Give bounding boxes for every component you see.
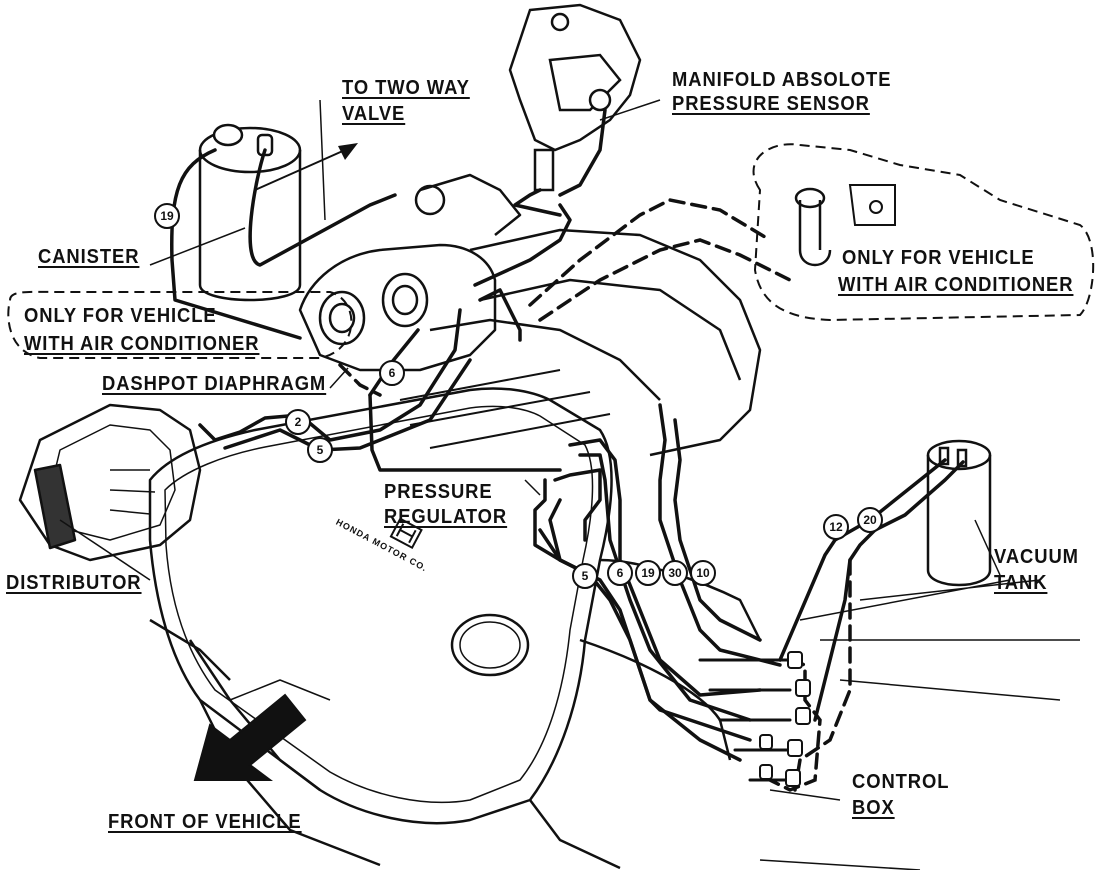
svg-text:30: 30: [668, 566, 682, 580]
label-ac-right-1: ONLY FOR VEHICLE: [842, 247, 1035, 269]
svg-text:19: 19: [641, 566, 655, 580]
hose-number-30: 30: [662, 560, 688, 586]
label-front-of-vehicle: FRONT OF VEHICLE: [108, 811, 302, 833]
label-manifold-sensor-2: PRESSURE SENSOR: [672, 93, 870, 115]
label-manifold-sensor-1: MANIFOLD ABSOLOTE: [672, 69, 892, 91]
label-control-box-2: BOX: [852, 797, 895, 819]
front-of-vehicle-arrow: [193, 693, 307, 781]
svg-text:20: 20: [863, 513, 877, 527]
hose-number-12: 12: [823, 514, 849, 540]
label-pressure-regulator-2: REGULATOR: [384, 506, 508, 528]
hose-number-19-lower: 19: [635, 560, 661, 586]
label-control-box-1: CONTROL: [852, 771, 950, 793]
label-to-two-way-valve-1: TO TWO WAY: [342, 77, 470, 99]
label-dashpot: DASHPOT DIAPHRAGM: [102, 373, 327, 395]
svg-text:6: 6: [617, 566, 624, 580]
hose-number-6-lower: 6: [607, 560, 633, 586]
label-ac-left-1: ONLY FOR VEHICLE: [24, 305, 217, 327]
svg-text:12: 12: [829, 520, 843, 534]
map-sensor: [508, 3, 642, 192]
svg-text:5: 5: [582, 569, 589, 583]
hose-number-10: 10: [690, 560, 716, 586]
svg-text:19: 19: [160, 209, 174, 223]
hose-number-5-upper: 5: [307, 437, 333, 463]
ac-detail-left: [7, 290, 353, 359]
label-distributor: DISTRIBUTOR: [6, 572, 142, 594]
canister: [198, 123, 302, 302]
engine-block: [18, 173, 762, 870]
control-box: [759, 651, 811, 787]
label-canister: CANISTER: [38, 246, 140, 268]
svg-text:6: 6: [389, 366, 396, 380]
hose-number-20: 20: [857, 507, 883, 533]
hose-number-2: 2: [285, 409, 311, 435]
label-vacuum-tank-2: TANK: [994, 572, 1048, 594]
svg-text:5: 5: [317, 443, 324, 457]
vacuum-hoses: [170, 108, 965, 782]
label-to-two-way-valve-2: VALVE: [342, 103, 406, 125]
label-ac-left-2: WITH AIR CONDITIONER: [24, 333, 260, 355]
svg-text:10: 10: [696, 566, 710, 580]
label-pressure-regulator-1: PRESSURE: [384, 481, 493, 503]
leader-lines: [59, 99, 1080, 870]
vacuum-tank: [926, 439, 992, 587]
hose-number-19-canister: 19: [154, 203, 180, 229]
ac-detail-right: [752, 143, 1095, 322]
label-ac-right-2: WITH AIR CONDITIONER: [838, 274, 1074, 296]
label-vacuum-tank-1: VACUUM: [994, 546, 1079, 568]
two-way-valve-arrow: [254, 143, 358, 191]
hose-number-6-upper: 6: [379, 360, 405, 386]
hose-number-5-lower: 5: [572, 563, 598, 589]
svg-text:2: 2: [295, 415, 302, 429]
